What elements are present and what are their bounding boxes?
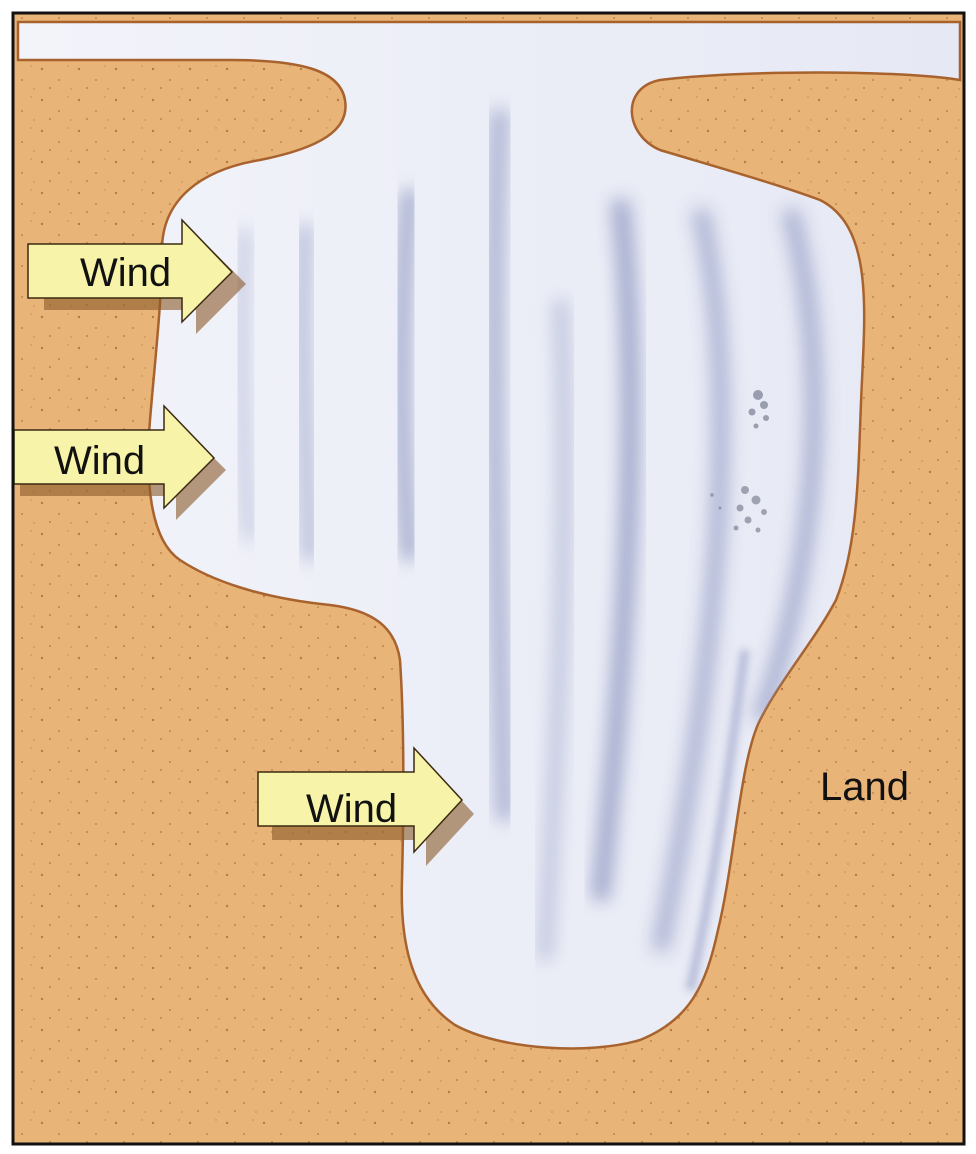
snow-band-2 bbox=[303, 225, 310, 560]
wind-label-top: Wind bbox=[80, 251, 171, 295]
wind-label-bottom: Wind bbox=[306, 787, 397, 831]
snow-band-3 bbox=[402, 190, 410, 560]
wind-label-middle: Wind bbox=[54, 439, 145, 483]
snow-band-4 bbox=[495, 110, 505, 820]
land-label: Land bbox=[820, 765, 909, 809]
